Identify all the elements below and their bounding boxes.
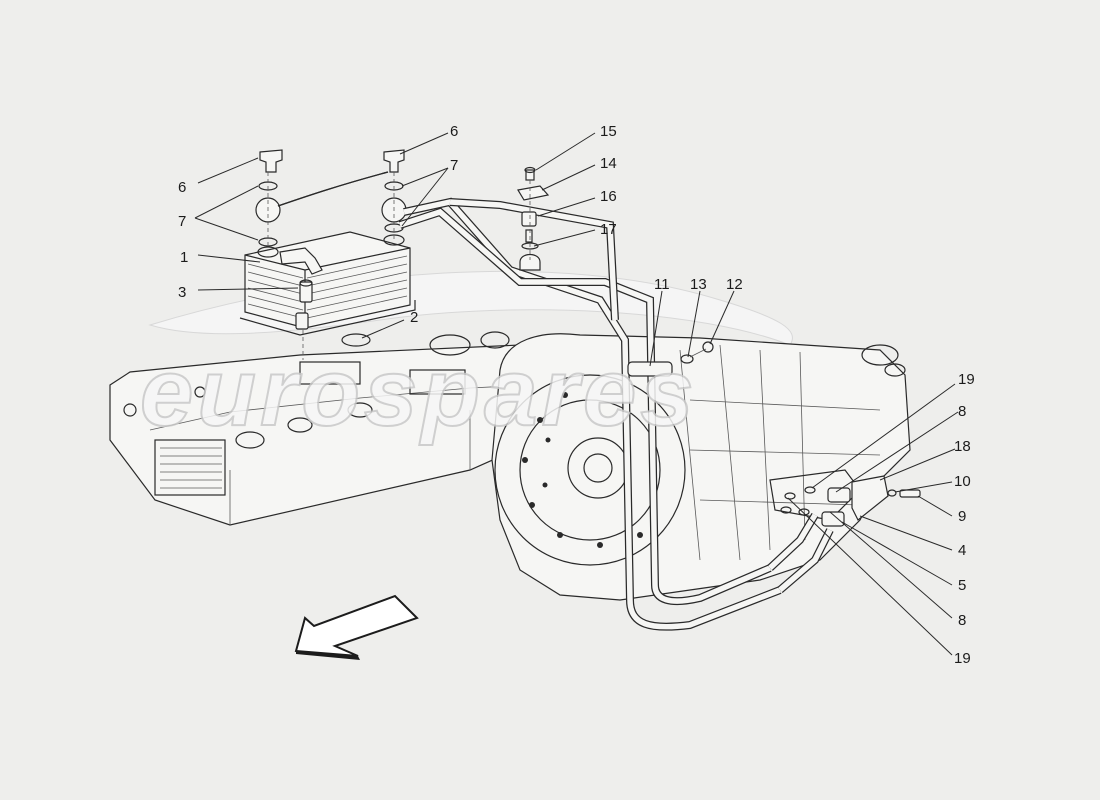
- label-11: 11: [654, 276, 670, 293]
- label-18: 18: [954, 438, 971, 455]
- leader-lines: [194, 132, 959, 656]
- cooler-bolts: [295, 279, 313, 360]
- label-16: 16: [600, 188, 617, 205]
- label-12: 12: [726, 276, 743, 293]
- label-1: 1: [180, 249, 188, 266]
- oil-pipes: [398, 197, 834, 631]
- label-17: 17: [600, 221, 617, 238]
- label-9: 9: [958, 508, 966, 525]
- watermark-text: eurospares: [140, 339, 698, 446]
- label-19-bottom: 19: [954, 650, 971, 667]
- label-8-bottom: 8: [958, 612, 966, 629]
- transmission-sump-housing: [109, 331, 561, 526]
- label-8-top: 8: [958, 403, 966, 420]
- label-13: 13: [690, 276, 707, 293]
- bolt-12: [702, 341, 714, 353]
- label-15: 15: [600, 123, 617, 140]
- label-3: 3: [178, 284, 186, 301]
- label-4: 4: [958, 542, 966, 559]
- label-19-top: 19: [958, 371, 975, 388]
- label-10: 10: [954, 473, 971, 490]
- label-2: 2: [410, 309, 418, 326]
- part-labels: 6 7 1 3 2 6 7 15 14 16 17 11 13 12 19 8 …: [178, 123, 975, 667]
- o-ring-2: [341, 333, 371, 347]
- label-7-left: 7: [178, 213, 186, 230]
- direction-arrow: [294, 594, 419, 657]
- label-5: 5: [958, 577, 966, 594]
- label-7-right: 7: [450, 157, 458, 174]
- gearbox-fittings: [780, 475, 921, 527]
- label-14: 14: [600, 155, 617, 172]
- pipe-clamp-assembly: [517, 166, 550, 271]
- washer-13: [680, 354, 694, 364]
- label-6-right: 6: [450, 123, 458, 140]
- oil-cooler: [239, 231, 416, 336]
- label-6-left: 6: [178, 179, 186, 196]
- union-left: [255, 149, 283, 250]
